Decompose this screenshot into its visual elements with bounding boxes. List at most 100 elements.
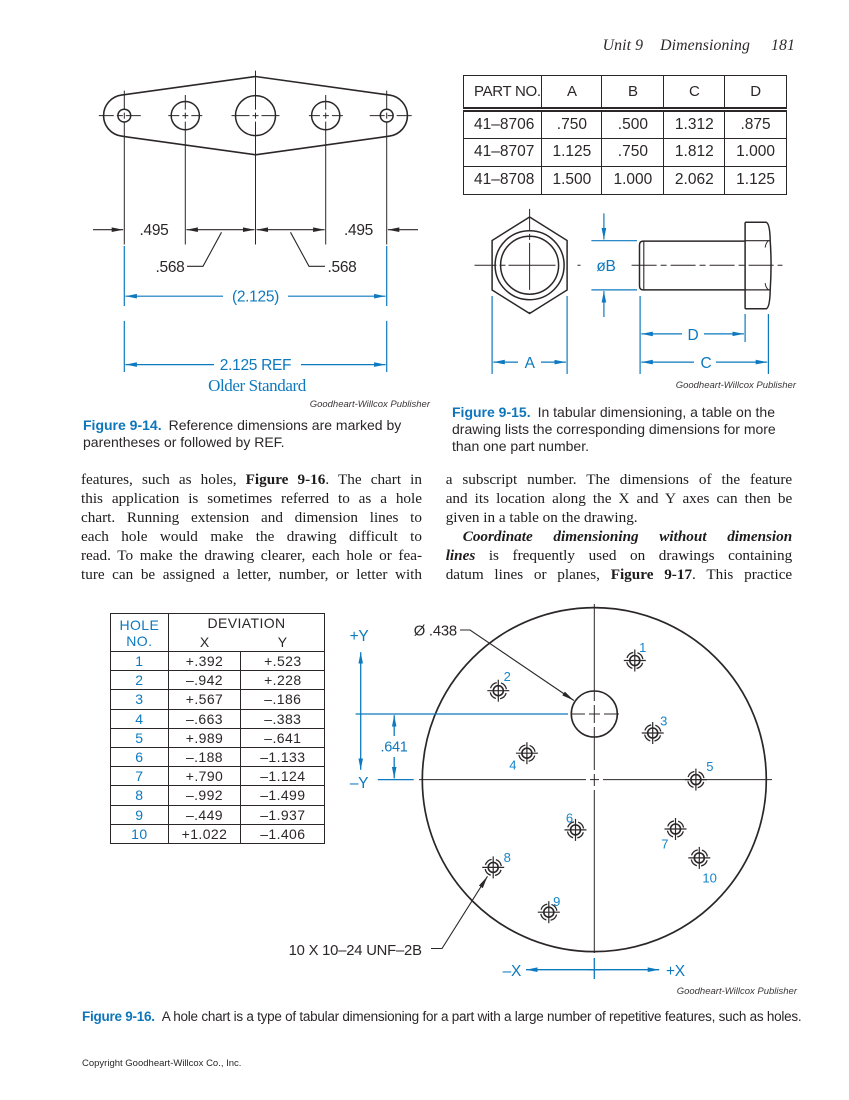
hole-number-cell: 2 [110, 670, 169, 691]
part-table-cell: 41–8707 [462, 137, 543, 167]
body-line: Coordinate dimensioning without dimensio… [446, 527, 793, 546]
part-table-row: 41–8707 1.125 .750 1.812 1.000 [462, 137, 787, 167]
hole-number-cell: 10 [110, 823, 169, 845]
figure-9-16-caption: Figure 9-16.A hole chart is a type of ta… [82, 1008, 822, 1025]
dim-2125-paren: (2.125) [232, 289, 279, 306]
figure-9-14-drawing: .495 .495 .568 .568 (2.125) 2.125 REF Ol… [93, 70, 418, 395]
body-text: features, such as holes, [81, 470, 246, 488]
figure-9-16-caption-label: Figure 9-16. [82, 1008, 155, 1024]
body-line: given in a table on the drawing. [445, 508, 638, 526]
hole-number-labels: 1 2 3 4 5 6 7 8 9 10 [504, 640, 717, 909]
hole-table-row: 8–.992–1.499 [110, 785, 326, 806]
part-table-cell: 2.062 [663, 165, 726, 196]
plus-y-label: +Y [350, 628, 369, 645]
minus-y-label: –Y [350, 775, 368, 792]
hole-table-header-row: HOLE NO. DEVIATION [110, 613, 326, 652]
deviation-x-cell: +1.022 [167, 823, 242, 845]
hole-label: 2 [504, 669, 511, 684]
hole-table-row: 1+.392+.523 [110, 650, 326, 672]
part-table-header-row: PART NO. A B C D [462, 74, 787, 113]
hole-number-cell: 6 [110, 746, 169, 768]
hole-label: 9 [553, 894, 560, 909]
thread-callout-label: 10 X 10–24 UNF–2B [289, 943, 422, 959]
hole-table-row: 3+.567–.186 [110, 689, 326, 710]
figure-9-16-credit: Goodheart-Willcox Publisher [676, 985, 797, 997]
body-text: is frequently used on drawings containin… [475, 547, 793, 565]
dim-a-label: A [525, 355, 536, 372]
hole-number-cell: 1 [110, 650, 169, 672]
body-text: lines [445, 547, 476, 565]
deviation-x-cell: –.449 [167, 804, 242, 825]
dim-495-left: .495 [140, 222, 169, 239]
hole-table-row: 4–.663–.383 [110, 708, 326, 729]
running-head-page-number: 181 [771, 37, 795, 54]
hole-number-cell: 4 [110, 708, 169, 729]
part-table-cell: .750 [601, 137, 665, 167]
hole-table-row: 2–.942+.228 [110, 670, 326, 691]
body-line: lines is frequently used on drawings con… [446, 546, 793, 565]
part-table-header-b: B [601, 74, 665, 113]
figure-9-15-drawing: A øB D C [474, 208, 783, 374]
body-text: Coordinate dimensioning without dimensio… [462, 528, 793, 546]
running-head-unit: Unit 9 [602, 37, 644, 54]
hole-label: 6 [566, 810, 573, 825]
part-table-cell: 1.125 [541, 137, 603, 167]
deviation-y-cell: –.186 [240, 689, 326, 710]
deviation-x-cell: +.392 [167, 650, 242, 672]
deviation-y-cell: –1.406 [240, 823, 326, 845]
figure-9-14-caption-label: Figure 9-14. [83, 416, 162, 433]
body-line: datum lines or planes, Figure 9-17. This… [446, 565, 793, 584]
hole-header-line1: HOLE [119, 616, 160, 633]
part-table-cell: 1.000 [724, 137, 787, 167]
part-table-cell: .500 [601, 109, 665, 139]
plus-x-label: +X [666, 963, 686, 980]
deviation-x-cell: +.567 [167, 689, 242, 710]
hole-table-header-holeno: HOLE NO. [110, 613, 169, 652]
part-table-cell: 41–8708 [462, 165, 543, 196]
dim-568-left: .568 [156, 259, 185, 276]
dim-2125-ref: 2.125 REF [220, 357, 291, 374]
footer-copyright: Copyright Goodheart-Willcox Co., Inc. [82, 1058, 242, 1069]
hole-label: 3 [660, 714, 667, 729]
hole-table-row: 7+.790–1.124 [110, 766, 326, 787]
part-table-cell: .750 [541, 109, 603, 139]
figure-9-15-caption-text: In tabular dimensioning, a table on the … [452, 403, 776, 455]
part-table-cell: 1.500 [541, 165, 603, 196]
hole-label: 5 [706, 759, 713, 774]
deviation-x-cell: +.989 [167, 727, 242, 748]
figure-9-16-reference: Figure 9-16 [245, 470, 326, 488]
body-text-right-column: a subscript number. The dimensions of th… [446, 470, 793, 585]
bolt-dimensions [491, 213, 770, 374]
deviation-y-cell: +.523 [240, 650, 326, 672]
hole-label: 4 [509, 758, 516, 773]
part-table-row: 41–8706 .750 .500 1.312 .875 [462, 109, 787, 139]
body-line: features, such as holes, Figure 9-16. Th… [81, 470, 422, 489]
datum-hole-circle [570, 690, 619, 738]
dim-568-right: .568 [328, 259, 357, 276]
deviation-x-cell: +.790 [167, 766, 242, 787]
part-table-cell: 1.125 [724, 165, 787, 196]
figure-9-17-reference: Figure 9-17 [610, 566, 693, 584]
minus-x-label: –X [503, 963, 522, 980]
body-line: and its location along the X and Y axes … [445, 489, 793, 507]
dim-b-label: øB [596, 258, 615, 275]
hole-table-subheader-row: X Y [111, 632, 326, 652]
hole-label: 1 [639, 640, 646, 655]
older-standard-label: Older Standard [208, 376, 307, 395]
bolt-end-centerlines [474, 208, 584, 314]
figure-9-14-credit: Goodheart-Willcox Publisher [309, 398, 430, 410]
hole-number-cell: 9 [110, 804, 169, 825]
link-centerlines [98, 70, 413, 245]
dim-d-label: D [688, 327, 699, 344]
part-table-row: 41–8708 1.500 1.000 2.062 1.125 [462, 165, 787, 196]
dim-c-label: C [701, 355, 712, 372]
figure-9-14-caption-text: Reference dimensions are marked by paren… [83, 416, 402, 450]
part-table-cell: .875 [724, 109, 787, 139]
hole-number-cell: 7 [110, 766, 169, 787]
figure-9-15-caption: Figure 9-15.In tabular dimensioning, a t… [452, 404, 797, 456]
body-text: . This practice [692, 566, 793, 584]
part-table-header-partno: PART NO. [462, 74, 543, 113]
part-table-cell: 1.812 [663, 137, 726, 167]
